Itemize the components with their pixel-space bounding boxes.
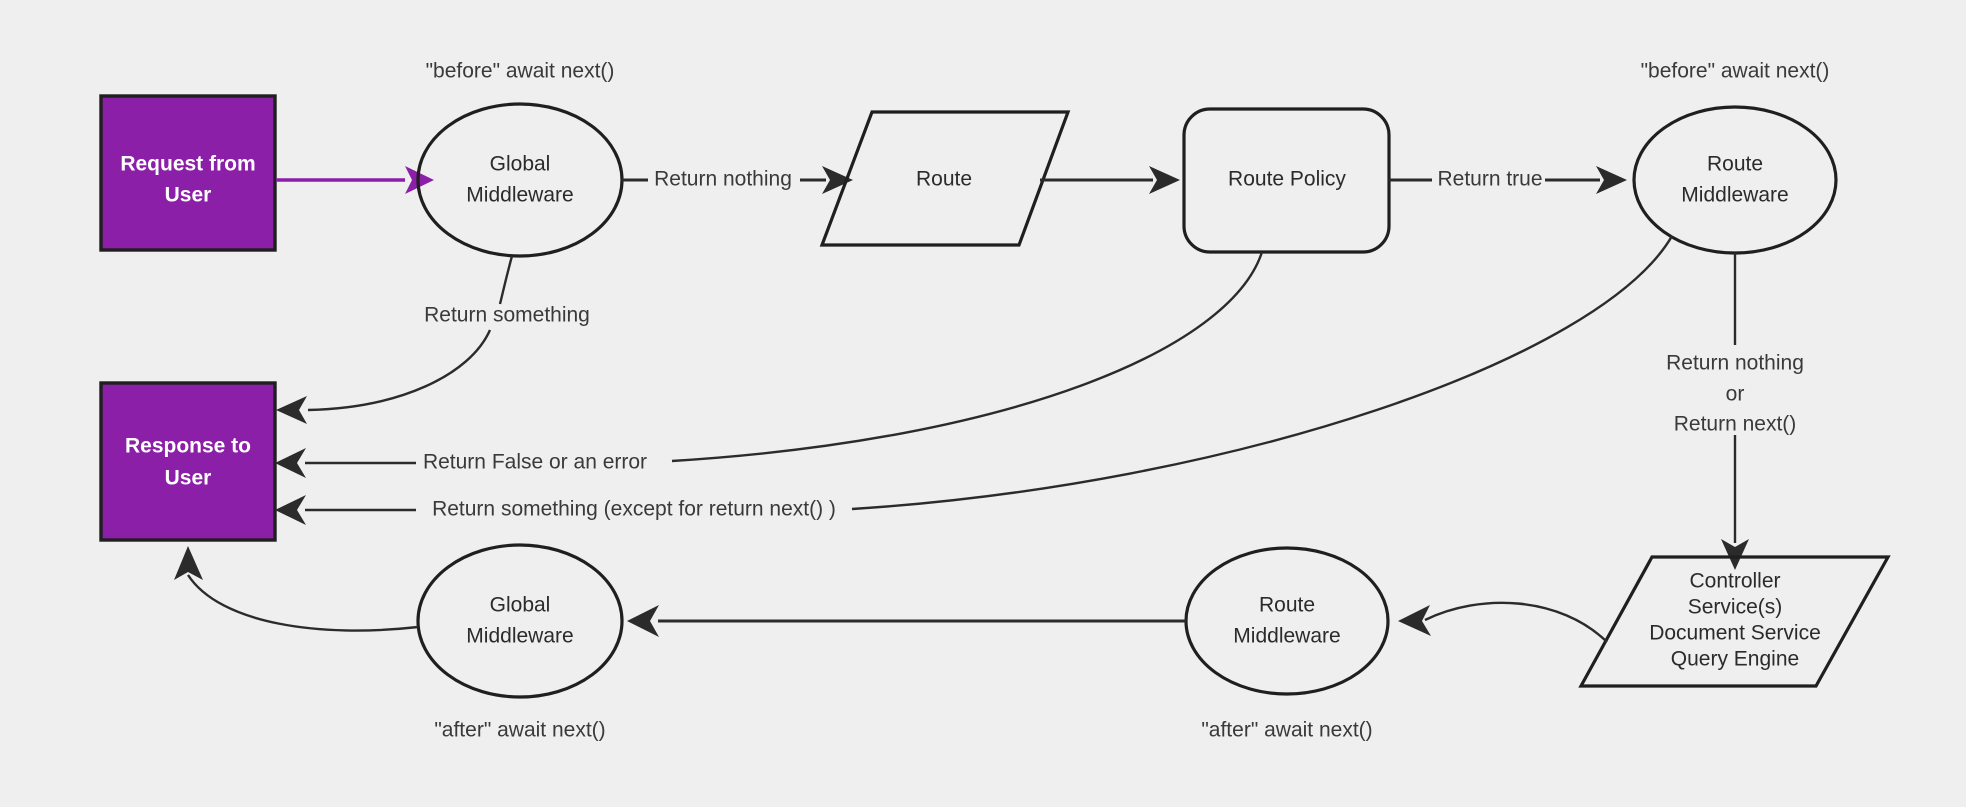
edge-controller-to-route-mw-bottom	[1398, 601, 1608, 643]
edge-policy-to-route-middleware: Return true	[1389, 166, 1627, 194]
edge-gmw-bottom-to-response-arrowhead	[174, 546, 203, 580]
request-from-user-label-line1: Request from	[120, 153, 255, 176]
response-to-user-label-line2: User	[165, 467, 212, 490]
annotation-after-await-next-route: "after" await next()	[1201, 719, 1372, 742]
edge-route-to-policy-arrowhead	[1149, 166, 1180, 194]
edge-policy-to-rmw-label: Return true	[1437, 168, 1542, 191]
global-middleware-bottom-label-line1: Global	[490, 594, 551, 617]
edge-global-return-something-arrowhead	[276, 396, 307, 424]
edge-controller-to-route-mw-bottom-arrowhead	[1398, 605, 1431, 636]
edge-route-mw-return-something-arrowhead	[275, 495, 306, 525]
route-middleware-top-label-line2: Middleware	[1681, 184, 1788, 207]
route-label: Route	[916, 168, 972, 191]
node-global-middleware-top[interactable]: Global Middleware	[416, 102, 624, 258]
edge-route-mw-return-something-curve	[851, 235, 1674, 511]
edge-route-mw-bottom-to-global-mw-bottom	[627, 605, 1186, 637]
edge-route-to-route-policy	[1040, 166, 1180, 194]
edge-route-mw-to-controller: Return nothing or Return next()	[1666, 253, 1804, 570]
global-middleware-top-ellipse[interactable]	[416, 102, 624, 258]
route-policy-label: Route Policy	[1228, 168, 1346, 191]
controller-stack-label-line4: Query Engine	[1671, 648, 1799, 671]
response-to-user-box[interactable]	[99, 381, 277, 542]
route-middleware-top-label-line1: Route	[1707, 153, 1763, 176]
edge-global-return-something-label: Return something	[424, 304, 590, 327]
request-from-user-label-line2: User	[165, 184, 212, 207]
route-parallelogram[interactable]	[819, 110, 1071, 247]
controller-stack-parallelogram[interactable]	[1578, 555, 1891, 688]
route-middleware-bottom-ellipse[interactable]	[1184, 546, 1390, 696]
edge-global-return-something-upper	[498, 255, 514, 305]
controller-stack-label-line3: Document Service	[1649, 622, 1821, 645]
edge-global-mw-bottom-to-response	[174, 546, 419, 632]
edge-global-to-route-arrowhead	[822, 166, 853, 194]
edge-global-return-something: Return something	[276, 255, 590, 424]
edge-global-to-route: Return nothing	[622, 166, 853, 194]
edge-route-mw-return-something: Return something (except for return next…	[275, 235, 1674, 525]
route-middleware-bottom-label-line2: Middleware	[1233, 625, 1340, 648]
edge-route-mw-to-controller-label-line3: Return next()	[1674, 413, 1797, 436]
controller-stack-label-line1: Controller	[1689, 570, 1780, 593]
edge-request-to-global-middleware	[276, 166, 434, 194]
edge-controller-to-route-mw-bottom-curve	[1424, 601, 1608, 643]
node-route-policy[interactable]: Route Policy	[1182, 107, 1391, 254]
node-global-middleware-bottom[interactable]: Global Middleware	[416, 543, 624, 699]
edge-policy-return-false-arrowhead	[275, 448, 306, 478]
global-middleware-top-label-line2: Middleware	[466, 184, 573, 207]
request-from-user-box[interactable]	[99, 94, 277, 252]
edge-rmw-to-gmw-bottom-arrowhead	[627, 605, 659, 637]
edge-policy-to-rmw-arrowhead	[1596, 166, 1627, 194]
global-middleware-top-label-line1: Global	[490, 153, 551, 176]
edge-gmw-bottom-to-response-curve	[186, 574, 419, 632]
annotation-after-await-next-global: "after" await next()	[434, 719, 605, 742]
node-route-middleware-top[interactable]: Route Middleware	[1632, 105, 1838, 255]
edge-global-return-something-lower	[307, 329, 492, 412]
node-response-to-user[interactable]: Response to User	[99, 381, 277, 542]
global-middleware-bottom-ellipse[interactable]	[416, 543, 624, 699]
route-middleware-bottom-label-line1: Route	[1259, 594, 1315, 617]
edge-policy-return-false-label: Return False or an error	[423, 451, 647, 474]
edge-route-mw-to-controller-label-line1: Return nothing	[1666, 352, 1804, 375]
route-middleware-top-ellipse[interactable]	[1632, 105, 1838, 255]
edge-route-mw-return-something-label: Return something (except for return next…	[432, 498, 836, 521]
annotation-before-await-next-route: "before" await next()	[1641, 60, 1830, 83]
node-route-middleware-bottom[interactable]: Route Middleware	[1184, 546, 1390, 696]
controller-stack-label-line2: Service(s)	[1688, 596, 1783, 619]
node-request-from-user[interactable]: Request from User	[99, 94, 277, 252]
edge-policy-return-false: Return False or an error	[275, 251, 1264, 478]
global-middleware-bottom-label-line2: Middleware	[466, 625, 573, 648]
node-controller-stack[interactable]: Controller Service(s) Document Service Q…	[1578, 555, 1891, 688]
edge-route-mw-to-controller-arrowhead	[1721, 539, 1749, 570]
edge-route-mw-to-controller-label-line2: or	[1726, 383, 1745, 406]
edge-policy-return-false-curve	[671, 251, 1264, 463]
annotation-before-await-next-global: "before" await next()	[426, 60, 615, 83]
edge-global-to-route-label: Return nothing	[654, 168, 792, 191]
node-route[interactable]: Route	[819, 110, 1071, 247]
response-to-user-label-line1: Response to	[125, 435, 251, 458]
